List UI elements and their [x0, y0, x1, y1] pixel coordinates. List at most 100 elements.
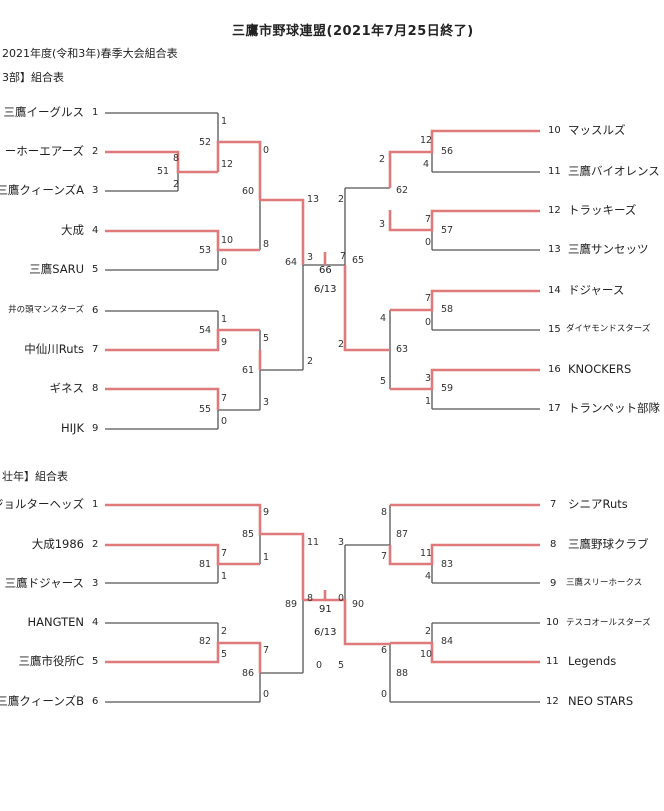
team-number: 8	[550, 539, 557, 550]
match-number: 51	[157, 166, 170, 177]
team-number: 15	[548, 324, 561, 335]
match-number: 59	[441, 383, 454, 394]
match-number: 58	[441, 304, 454, 315]
team-number: 9	[550, 578, 557, 589]
score: 8	[263, 239, 270, 250]
team-name: 中仙川Ruts	[24, 342, 84, 356]
score: 2	[173, 179, 180, 190]
section-title-div3: 3部】組合表	[2, 71, 64, 84]
team-number: 12	[546, 696, 559, 707]
score: 5	[338, 660, 345, 671]
team-number: 17	[548, 403, 561, 414]
match-number: 90	[352, 599, 365, 610]
team-number: 5	[92, 656, 99, 667]
score: 9	[221, 337, 228, 348]
score: 1	[263, 552, 270, 563]
team-name: トランペット部隊	[568, 401, 660, 415]
score: 5	[221, 649, 228, 660]
score: 1	[221, 116, 228, 127]
team-number: 16	[548, 364, 561, 375]
match-number: 55	[199, 404, 212, 415]
team-number: 2	[92, 146, 99, 157]
team-number: 2	[92, 539, 99, 550]
score: 5	[263, 333, 270, 344]
score: 13	[307, 194, 320, 205]
score: 7	[425, 214, 432, 225]
score: 0	[221, 416, 228, 427]
match-number: 64	[285, 257, 298, 268]
score: 7	[340, 251, 347, 262]
match-number: 86	[242, 668, 255, 679]
match-number: 83	[441, 559, 454, 570]
match-number: 84	[441, 636, 454, 647]
team-name: 三鷹スリーホークス	[566, 578, 643, 588]
team-number: 7	[550, 499, 557, 510]
score: 3	[307, 252, 314, 263]
score: 7	[381, 551, 388, 562]
match-number: 65	[352, 255, 365, 266]
team-name: 大成	[61, 223, 84, 237]
score: 0	[381, 689, 388, 700]
score: 10	[420, 649, 433, 660]
final-match-number: 91	[319, 604, 332, 615]
team-name: NEO STARS	[568, 694, 634, 708]
team-number: 6	[92, 305, 99, 316]
score: 1	[221, 314, 228, 325]
score: 2	[307, 356, 314, 367]
score: 1	[425, 396, 432, 407]
team-name: マッスルズ	[568, 123, 626, 137]
team-name: ドジャース	[568, 283, 625, 297]
score: 7	[221, 548, 228, 559]
team-name: KNOCKERS	[568, 362, 632, 376]
team-name: シニアRuts	[568, 497, 628, 511]
team-name: ダイヤモンドスターズ	[566, 324, 651, 334]
score: 4	[425, 571, 432, 582]
team-number: 6	[92, 696, 99, 707]
score: 7	[263, 645, 270, 656]
score: 2	[221, 626, 228, 637]
score: 11	[420, 548, 433, 559]
team-number: 4	[92, 225, 99, 236]
score: 9	[263, 507, 270, 518]
score: 12	[420, 135, 433, 146]
team-name: 三鷹クィーンズA	[0, 183, 84, 197]
team-number: 12	[548, 205, 561, 216]
team-number: 10	[546, 617, 559, 628]
score: 4	[380, 313, 387, 324]
team-number: 1	[92, 107, 99, 118]
match-number: 81	[199, 559, 212, 570]
match-number: 60	[242, 186, 255, 197]
score: 10	[221, 235, 234, 246]
match-number: 52	[199, 137, 212, 148]
team-name: トラッキーズ	[568, 203, 637, 217]
team-name: 三鷹野球クラブ	[568, 537, 649, 551]
team-number: 3	[92, 578, 99, 589]
page-title: 三鷹市野球連盟(2021年7月25日終了)	[232, 24, 474, 39]
team-number: 11	[546, 656, 559, 667]
score: 7	[425, 293, 432, 304]
score: 0	[316, 660, 323, 671]
match-number: 88	[396, 668, 409, 679]
team-number: 13	[548, 244, 561, 255]
match-number: 56	[441, 146, 454, 157]
tournament-subtitle: 2021年度(令和3年)春季大会組合表	[2, 47, 178, 60]
match-number: 62	[396, 185, 409, 196]
match-number: 63	[396, 344, 409, 355]
match-number: 54	[199, 325, 212, 336]
score: 0	[263, 145, 270, 156]
team-number: 8	[92, 383, 99, 394]
team-name: 三鷹市役所C	[18, 654, 84, 668]
score: 2	[425, 626, 432, 637]
team-number: 7	[92, 344, 99, 355]
score: 8	[381, 507, 388, 518]
match-number: 61	[242, 365, 255, 376]
match-number: 57	[441, 225, 454, 236]
team-name: HANGTEN	[27, 615, 84, 629]
match-number: 89	[285, 599, 298, 610]
team-name: ーホーエアーズ	[4, 144, 84, 158]
score: 0	[263, 689, 270, 700]
team-name: 三鷹SARU	[29, 262, 84, 276]
score: 1	[221, 571, 228, 582]
